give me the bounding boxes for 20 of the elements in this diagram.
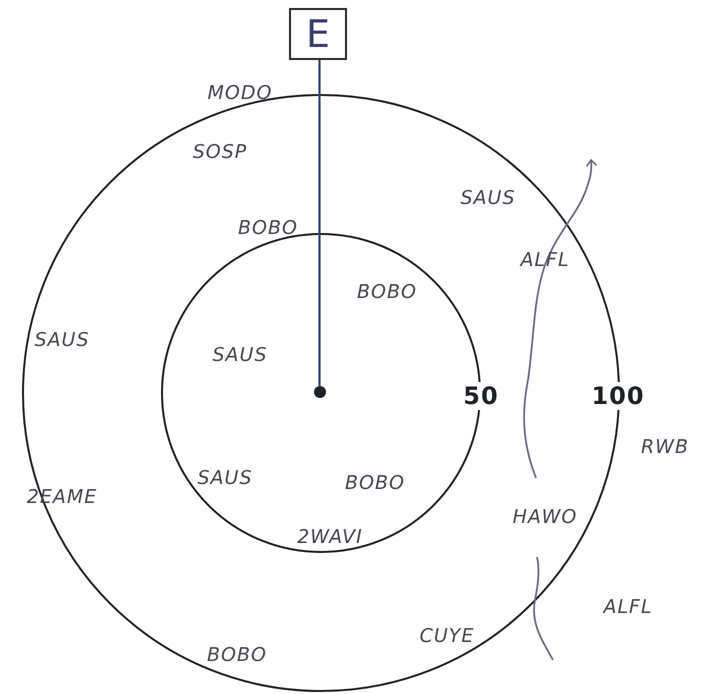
handwritten-label: BOBO bbox=[238, 217, 298, 239]
scale-value: 50 bbox=[463, 382, 499, 410]
handwritten-label: ALFL bbox=[603, 596, 653, 618]
center-dot bbox=[314, 386, 326, 398]
label-box: E bbox=[289, 8, 347, 60]
handwritten-label: BOBO bbox=[345, 472, 405, 494]
handwritten-label: BOBO bbox=[357, 281, 417, 303]
handwritten-label: SAUS bbox=[460, 187, 516, 209]
scale-value: 100 bbox=[591, 382, 645, 410]
handwritten-label: BOBO bbox=[207, 644, 267, 666]
handwritten-label: HAWO bbox=[512, 506, 578, 528]
handwritten-label: SOSP bbox=[192, 141, 248, 163]
handwritten-label: SAUS bbox=[34, 329, 90, 351]
handwritten-label: CUYE bbox=[420, 625, 474, 647]
connector-line bbox=[318, 60, 321, 387]
handwritten-label: SAUS bbox=[197, 467, 253, 489]
handwritten-label: 2WAVI bbox=[297, 526, 363, 548]
handwritten-label: MODO bbox=[208, 82, 272, 104]
handwritten-label: RWB bbox=[640, 436, 690, 458]
handwritten-label: SAUS bbox=[212, 344, 268, 366]
